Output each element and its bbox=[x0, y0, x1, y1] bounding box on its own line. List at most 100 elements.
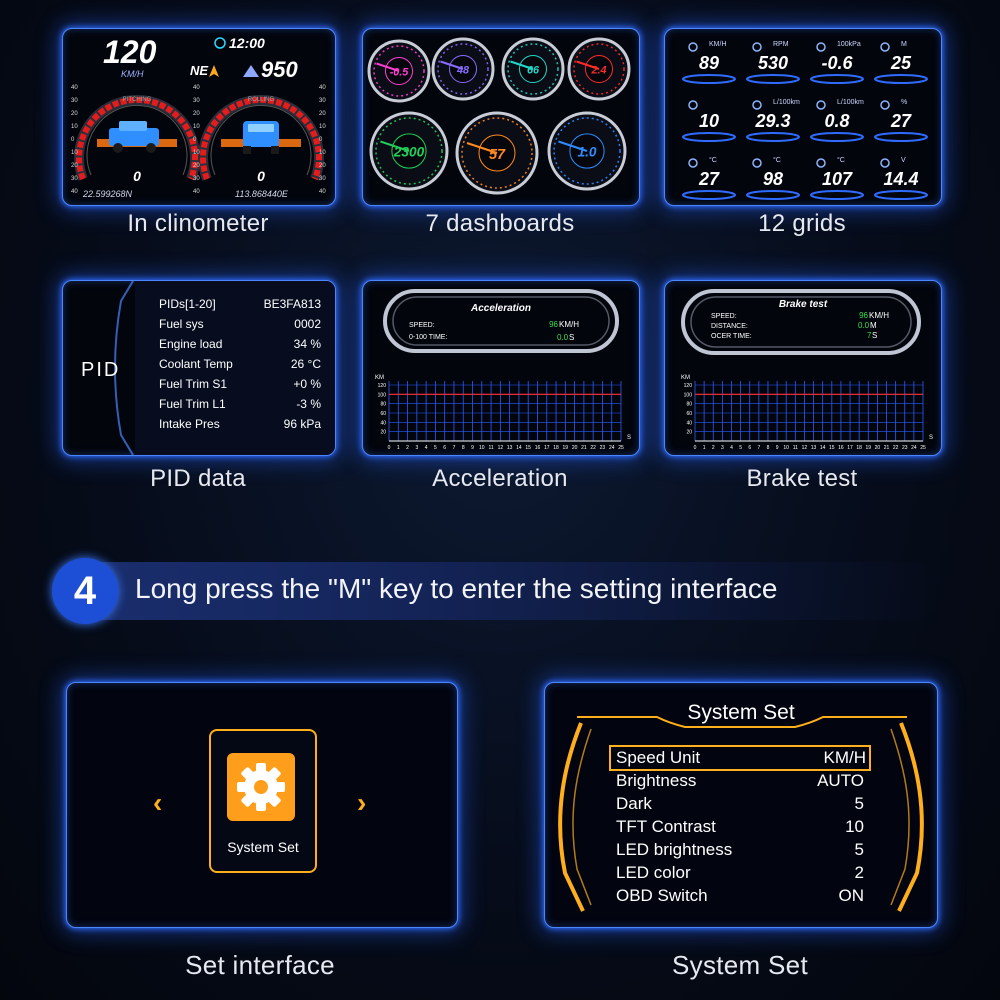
setting-value: 2 bbox=[854, 863, 864, 882]
brake-display: Brake test SPEED: 96 KM/H DISTANCE: 0.0 … bbox=[681, 289, 933, 451]
pitch-value: 0 bbox=[133, 168, 141, 184]
pid-row-value: 0002 bbox=[294, 317, 321, 331]
grid-value: 98 bbox=[762, 169, 784, 189]
x-tick: 11 bbox=[488, 445, 493, 451]
grid-unit: M bbox=[901, 41, 907, 48]
brk-time-value: 7 bbox=[867, 331, 872, 340]
x-tick: 25 bbox=[920, 445, 926, 451]
set-interface-panel: ‹ › System Set bbox=[66, 682, 458, 928]
x-tick: 9 bbox=[471, 445, 474, 451]
acc-axis-unit: KM bbox=[375, 375, 384, 381]
x-unit: S bbox=[929, 435, 933, 441]
scale-label-right: 20 bbox=[319, 163, 326, 169]
gauge-value: 66 bbox=[527, 65, 540, 77]
grid-unit: V bbox=[901, 157, 906, 164]
scale-label-left: 30 bbox=[71, 98, 78, 104]
grid-unit: KM/H bbox=[709, 41, 727, 48]
grid-value: 29.3 bbox=[755, 111, 791, 131]
latitude: 22.599268N bbox=[82, 189, 133, 199]
x-tick: 14 bbox=[820, 445, 826, 451]
gauge-1: -0.5 bbox=[367, 39, 431, 103]
grid-value: 107 bbox=[821, 169, 853, 189]
scale-label-left: 20 bbox=[71, 163, 78, 169]
grid-unit: 100kPa bbox=[837, 41, 861, 48]
sensor-icon bbox=[816, 42, 826, 52]
brk-distance-unit: M bbox=[870, 321, 877, 330]
gauge-value: 57 bbox=[489, 147, 506, 163]
caption-pid: PID data bbox=[150, 465, 246, 492]
right-arrow-icon[interactable]: › bbox=[357, 787, 367, 818]
step-banner bbox=[60, 562, 940, 620]
x-tick: 18 bbox=[856, 445, 862, 451]
y-tick: 120 bbox=[378, 383, 387, 389]
x-tick: 17 bbox=[544, 445, 550, 451]
roll-value: 0 bbox=[257, 168, 265, 184]
y-tick: 120 bbox=[684, 383, 693, 389]
acc-time-unit: S bbox=[569, 333, 574, 342]
pid-row-value: 96 kPa bbox=[283, 417, 321, 431]
pid-row-label: Fuel Trim S1 bbox=[159, 377, 228, 391]
grid-value: 14.4 bbox=[883, 169, 919, 189]
caption-system-set: System Set bbox=[672, 950, 808, 980]
scale-label-right: 40 bbox=[319, 189, 326, 195]
x-tick: 7 bbox=[453, 445, 456, 451]
setting-value: KM/H bbox=[823, 748, 867, 767]
scale-label-left: 10 bbox=[71, 124, 78, 130]
pid-label: PID bbox=[81, 359, 121, 381]
x-tick: 6 bbox=[748, 445, 751, 451]
x-tick: 21 bbox=[581, 445, 587, 451]
y-tick: 60 bbox=[686, 411, 692, 417]
x-tick: 3 bbox=[415, 445, 418, 451]
x-tick: 13 bbox=[507, 445, 513, 451]
scale-label-mid: 40 bbox=[193, 85, 200, 91]
acc-speed-label: SPEED: bbox=[409, 322, 435, 329]
sensor-icon bbox=[688, 42, 698, 52]
system-set-tile[interactable]: System Set bbox=[209, 729, 317, 873]
grid-cell-glow bbox=[746, 42, 800, 84]
grid-value: 25 bbox=[890, 53, 912, 73]
scale-label-right: 10 bbox=[319, 124, 326, 130]
caption-set-interface: Set interface bbox=[185, 950, 335, 980]
y-tick: 60 bbox=[380, 411, 386, 417]
x-tick: 21 bbox=[884, 445, 890, 451]
x-tick: 1 bbox=[397, 445, 400, 451]
gauge-value: 48 bbox=[456, 65, 469, 77]
gauge-value: -0.5 bbox=[390, 67, 410, 79]
pid-row-value: +0 % bbox=[293, 377, 321, 391]
gear-icon bbox=[237, 763, 285, 811]
longitude: 113.868440E bbox=[235, 189, 289, 199]
system-set-frame bbox=[558, 716, 924, 912]
step-instruction: Long press the "M" key to enter the sett… bbox=[135, 573, 778, 604]
scale-label-mid: 20 bbox=[193, 111, 200, 117]
x-tick: 2 bbox=[712, 445, 715, 451]
sensor-icon bbox=[688, 100, 698, 110]
scale-label-right: 10 bbox=[319, 150, 326, 156]
x-tick: 15 bbox=[525, 445, 531, 451]
x-tick: 10 bbox=[783, 445, 789, 451]
left-arrow-icon[interactable]: ‹ bbox=[153, 787, 163, 818]
x-tick: 16 bbox=[535, 445, 541, 451]
y-tick: 100 bbox=[378, 392, 387, 398]
y-tick: 80 bbox=[686, 402, 692, 408]
grid-cell-glow bbox=[874, 158, 928, 200]
speed-readout: 120 bbox=[103, 34, 157, 70]
grid-cell: 25 M bbox=[871, 39, 931, 94]
grid-cell-glow bbox=[810, 42, 864, 84]
grid-unit: °C bbox=[709, 157, 717, 164]
x-unit: S bbox=[627, 435, 631, 441]
pid-row-label: Intake Pres bbox=[159, 417, 220, 431]
grid-unit: % bbox=[901, 99, 908, 106]
grid-cell-glow bbox=[810, 100, 864, 142]
scale-label-left: 40 bbox=[71, 189, 78, 195]
x-tick: 5 bbox=[434, 445, 437, 451]
